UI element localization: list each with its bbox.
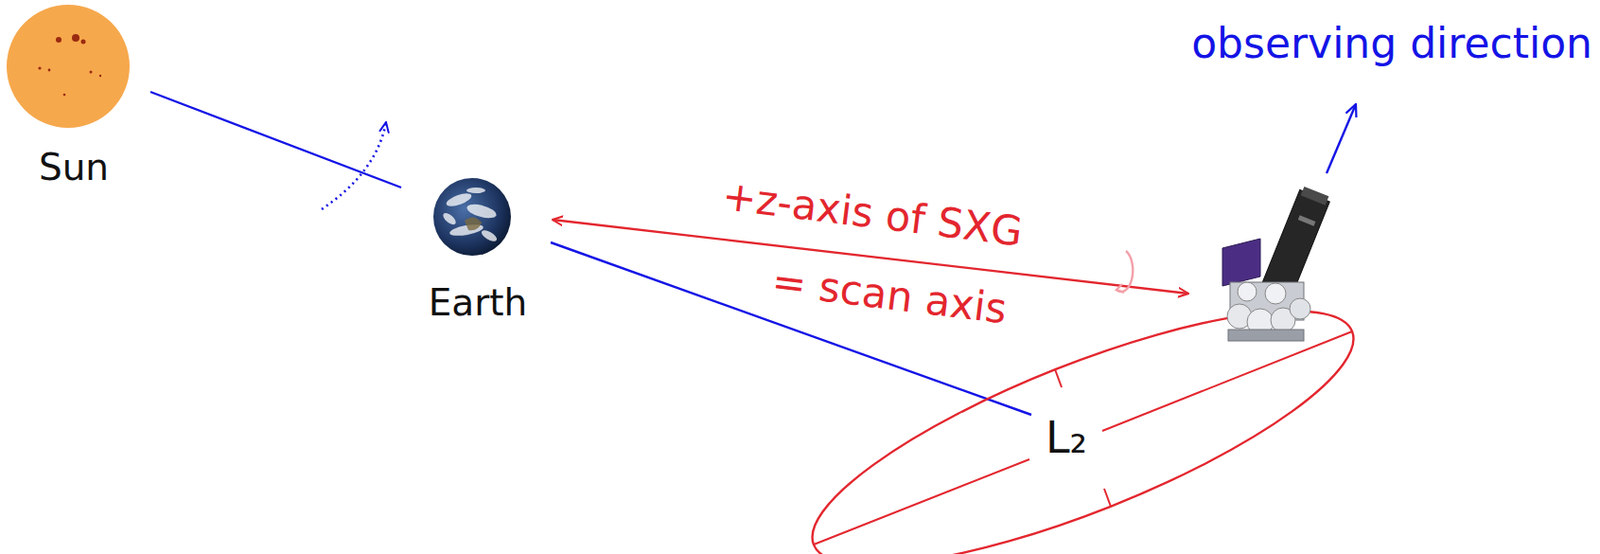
sunspot xyxy=(89,70,93,74)
sunspot xyxy=(63,93,67,97)
rotation-arc xyxy=(321,122,387,210)
sunspot xyxy=(48,69,52,72)
sun-node: Sun xyxy=(0,4,151,194)
sunspot xyxy=(37,66,41,70)
direction-label: observing direction xyxy=(1191,20,1593,67)
observing-arrow xyxy=(1326,104,1356,174)
axis-label: = scan axis xyxy=(769,258,1009,332)
land xyxy=(464,216,482,230)
earth-l2-line xyxy=(550,242,1032,415)
axis-label: +z-axis of SXG xyxy=(720,173,1026,255)
cloud xyxy=(466,187,486,194)
orbit-tick xyxy=(1054,369,1062,387)
sunspot xyxy=(81,39,87,45)
node-label: Sun xyxy=(0,146,151,190)
sun-disc xyxy=(6,4,130,128)
cloud xyxy=(440,210,458,227)
sunspot xyxy=(55,36,62,43)
orbit-tick xyxy=(1104,488,1111,507)
earth-shape xyxy=(401,177,544,258)
earth-globe xyxy=(433,177,511,256)
point-label: L₂ xyxy=(1045,413,1088,462)
sunspot xyxy=(99,74,102,77)
orbit-axis xyxy=(813,458,1030,545)
cloud xyxy=(479,228,499,244)
sun-shape xyxy=(0,4,140,130)
sun-earth-line xyxy=(150,91,402,188)
earth-node: Earth xyxy=(401,177,555,329)
orbit-axis xyxy=(1102,331,1353,431)
spin-symbol xyxy=(1116,250,1133,293)
node-label: Earth xyxy=(401,281,555,325)
spacecraft xyxy=(1222,185,1332,341)
sunspot xyxy=(71,34,80,42)
